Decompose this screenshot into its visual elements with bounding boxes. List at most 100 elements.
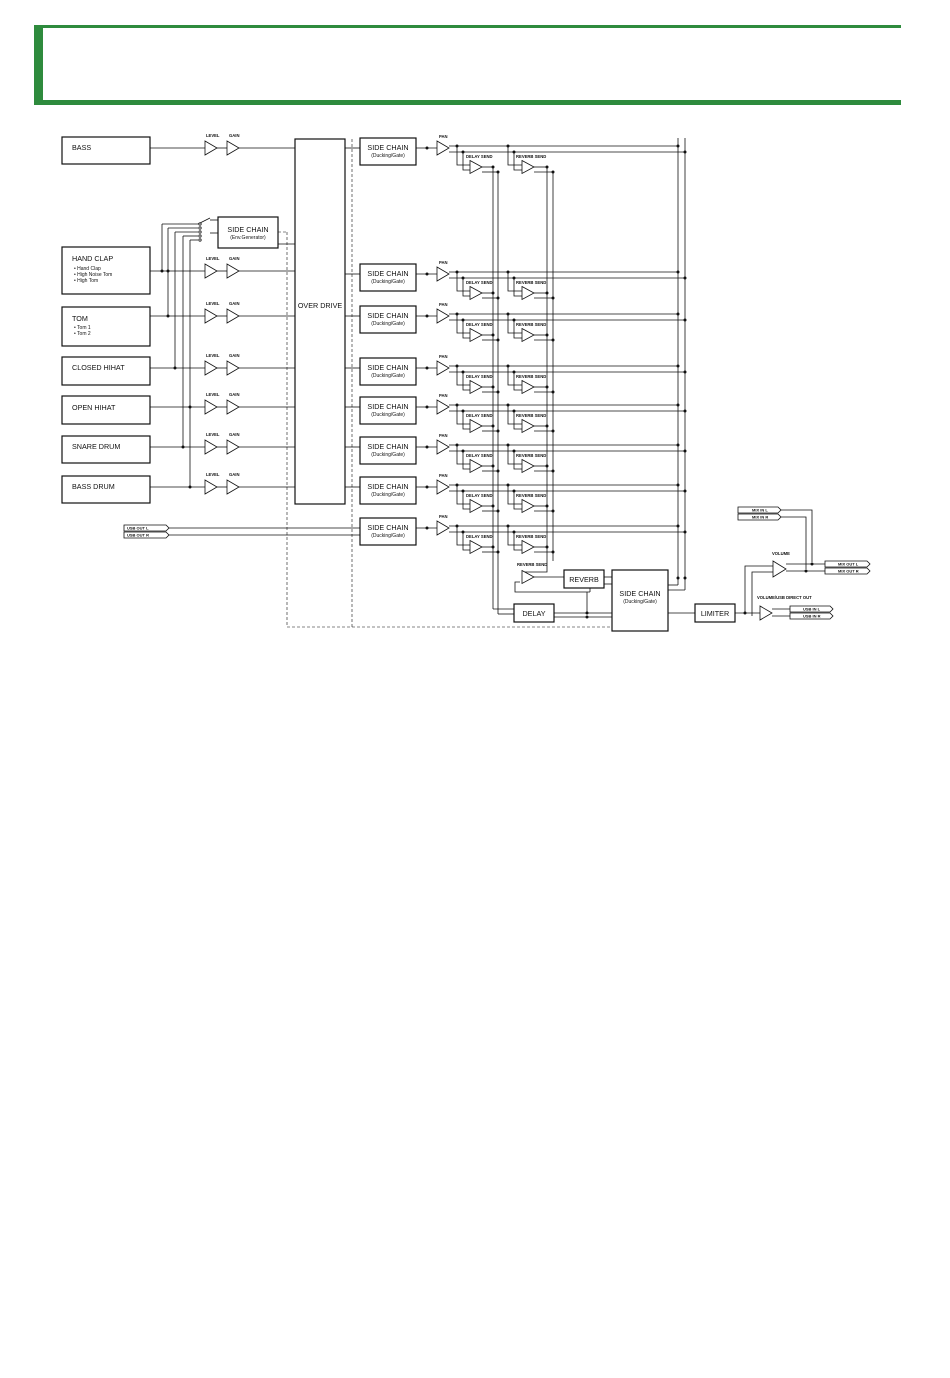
block-title: SIDE CHAIN [367,442,408,451]
delay-label: DELAY [522,609,545,618]
amp-triangle [436,399,450,415]
junction-dot [425,366,429,370]
junction-dot [676,312,680,316]
block-title: SIDE CHAIN [367,269,408,278]
block-sub: (Env.Generator) [230,235,266,241]
wire [507,146,522,166]
junction-dot [810,562,814,566]
amp-label: REVERB SEND [516,493,546,498]
junction-dot [512,409,516,413]
amp-triangle [436,360,450,376]
amp-triangle [204,399,218,415]
wire [456,526,470,546]
junction-dot [461,489,465,493]
junction-dot [160,269,164,273]
wire [456,366,470,386]
amp-triangle [521,285,535,301]
junction-dot [491,291,495,295]
wire [513,278,522,297]
header-top-bar [34,25,901,28]
amp-triangle [469,327,483,343]
junction-dot [496,550,500,554]
junction-dot [166,314,170,318]
wire [513,411,522,430]
junction-dot [683,576,687,580]
wire [456,272,470,292]
amp-label: DELAY SEND [466,534,493,539]
amp-triangle [204,263,218,279]
wire [507,272,522,292]
amp-triangle [226,140,240,156]
junction-dot [496,296,500,300]
source-label: CLOSED HIHAT [72,363,125,372]
signal-wires [150,138,825,618]
amp-label: DELAY SEND [466,322,493,327]
amp-triangle [521,458,535,474]
channel-sidechain-4: SIDE CHAIN (Ducking/Gate) [359,357,417,386]
junction-dot [545,165,549,169]
amp-label: REVERB SEND [516,280,546,285]
amp-triangle [226,479,240,495]
channel-sidechain-1: SIDE CHAIN (Ducking/Gate) [359,137,417,166]
source-label: SNARE DRUM [72,442,120,451]
amp-label: REVERB SEND [516,453,546,458]
junction-dot [551,338,555,342]
amp-triangle [469,379,483,395]
junction-dot [506,144,510,148]
junction-dot [683,530,687,534]
junction-dot [425,272,429,276]
block-title: SIDE CHAIN [367,363,408,372]
amp-label: LEVEL [206,301,220,306]
block-sub: (Ducking/Gate) [371,412,405,418]
junction-dot [585,611,589,615]
source-hand-clap: HAND CLAP • Hand Clap • High Noise Tom •… [61,246,151,295]
amp-label: PAN [439,134,448,139]
junction-dot [551,429,555,433]
usb-out-l-port: USB OUT L [123,524,170,532]
channel-sidechain-8: SIDE CHAIN (Ducking/Gate) [359,517,417,546]
amp-label: LEVEL [206,133,220,138]
amp-label: GAIN [229,392,239,397]
junction-dot [512,370,516,374]
junction-dot [173,366,177,370]
wire [513,320,522,339]
junction-dot [551,170,555,174]
amp-label: DELAY SEND [466,280,493,285]
reverb-block: REVERB [563,569,605,589]
amp-label: PAN [439,393,448,398]
amp-label: REVERB SEND [516,374,546,379]
amp-label: LEVEL [206,432,220,437]
wire [462,152,470,171]
amp-triangle [521,539,535,555]
wire [456,485,470,505]
port-label: USB OUT L [127,526,149,531]
junction-dot [551,296,555,300]
junction-dot [491,545,495,549]
wire [781,509,813,562]
junction-dot [512,318,516,322]
junction-dot [545,464,549,468]
port-label: MIX OUT R [838,569,859,574]
junction-dot [491,165,495,169]
junction-dot [461,530,465,534]
wire [462,491,470,510]
amp-triangle [521,498,535,514]
overdrive-label: OVER DRIVE [298,301,343,310]
wire [462,411,470,430]
usb-out-r-port: USB OUT R [123,531,170,539]
amp-label: DELAY SEND [466,493,493,498]
junction-dot [506,270,510,274]
port-label: MIX IN L [752,508,768,513]
junction-dot [506,524,510,528]
amp-label: DELAY SEND [466,374,493,379]
wire [462,320,470,339]
port-label: USB IN L [803,607,821,612]
junction-dot [804,569,808,573]
wire [462,532,470,551]
header-left-bar [34,28,43,105]
junction-dot [491,464,495,468]
junction-dot [496,338,500,342]
junction-dot [545,291,549,295]
port-label: MIX OUT L [838,562,859,567]
header-bottom-bar [34,100,901,105]
